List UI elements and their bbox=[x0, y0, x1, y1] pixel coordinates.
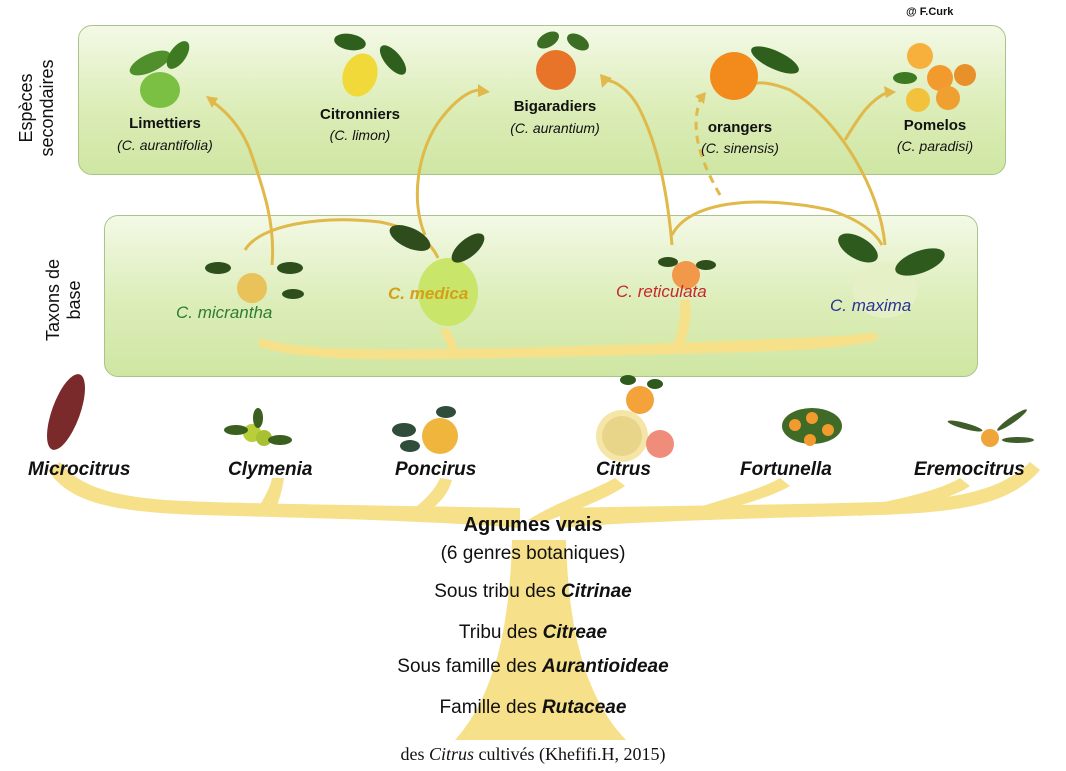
species-name-citronniers: Citronniers bbox=[319, 106, 400, 123]
arrow-reticulata-maxima bbox=[670, 200, 884, 246]
fortunella-fruit-icon bbox=[782, 408, 842, 446]
species-name-bigaradiers: Bigaradiers bbox=[513, 98, 597, 115]
species-sci-pomelos: (C. paradisi) bbox=[896, 138, 974, 154]
arrow-medica-citronniers bbox=[415, 88, 481, 236]
tree-branch-left bbox=[48, 462, 520, 528]
trunk-subtribe-name: Citrinae bbox=[561, 581, 632, 602]
micrantha-fruit-icon bbox=[205, 262, 304, 303]
base-taxon-micrantha: C. micrantha bbox=[176, 303, 273, 322]
arrow-maxima-pomelos bbox=[843, 90, 889, 141]
lemon-fruit-icon bbox=[334, 33, 407, 97]
base-branch-stem-medica bbox=[440, 328, 458, 352]
species-sci-limettiers: (C. aurantifolia) bbox=[117, 137, 213, 153]
trunk-tribe: Tribu des Citreae bbox=[0, 622, 1066, 644]
branch-eremocitrus bbox=[850, 478, 970, 516]
side-label-secondary: Espèces secondaires bbox=[16, 59, 57, 157]
orange-fruit-icon bbox=[710, 46, 799, 100]
trunk-subtribe-prefix: Sous tribu des bbox=[434, 581, 561, 602]
microcitrus-fruit-icon bbox=[47, 374, 85, 450]
trunk-family: Famille des Rutaceae bbox=[0, 697, 1066, 719]
branch-poncirus bbox=[410, 478, 452, 514]
arrow-reticulata-orangers-dashed bbox=[694, 99, 722, 196]
clymenia-fruit-icon bbox=[224, 408, 292, 446]
citron-fruit-icon bbox=[389, 225, 485, 326]
poncirus-fruit-icon bbox=[392, 406, 458, 454]
genus-microcitrus: Microcitrus bbox=[28, 459, 131, 480]
arrow-maxima-orangers bbox=[749, 81, 887, 246]
secondary-species-panel bbox=[78, 25, 1006, 175]
species-sci-citronniers: (C. limon) bbox=[329, 127, 391, 143]
grapefruit-fruit-icon bbox=[893, 43, 976, 112]
species-sci-orangers: (C. sinensis) bbox=[701, 140, 779, 156]
species-name-orangers: orangers bbox=[707, 119, 773, 136]
lime-fruit-icon bbox=[129, 41, 190, 108]
tree-branch-right bbox=[560, 462, 1040, 528]
genus-clymenia: Clymenia bbox=[228, 459, 313, 480]
genus-poncirus: Poncirus bbox=[395, 459, 477, 480]
citrus-fruit-icon bbox=[596, 375, 674, 462]
trunk-subtitle: (6 genres botaniques) bbox=[440, 543, 626, 564]
base-taxon-medica: C. medica bbox=[388, 284, 469, 303]
base-branch-stem-reticulata bbox=[670, 300, 691, 352]
species-sci-bigaradiers: (C. aurantium) bbox=[510, 120, 600, 136]
bitter-orange-fruit-icon bbox=[536, 31, 589, 90]
side-label-base: Taxons de base bbox=[43, 258, 84, 342]
trunk-subfamily-name: Aurantioideae bbox=[541, 656, 669, 677]
tree-trunk bbox=[455, 540, 626, 740]
trunk-tribe-name: Citreae bbox=[542, 622, 608, 643]
species-name-pomelos: Pomelos bbox=[903, 117, 967, 134]
base-branch bbox=[258, 332, 878, 360]
genus-citrus: Citrus bbox=[596, 459, 651, 480]
credit-label: @ F.Curk bbox=[906, 6, 954, 18]
branch-fortunella bbox=[690, 478, 790, 518]
caption-italic: Citrus bbox=[429, 744, 475, 764]
base-taxon-maxima: C. maxima bbox=[830, 296, 912, 315]
trunk-family-prefix: Famille des bbox=[439, 697, 542, 718]
trunk-family-name: Rutaceae bbox=[541, 697, 627, 718]
trunk-subfamily-prefix: Sous famille des bbox=[397, 656, 542, 677]
branch-citrus bbox=[528, 478, 625, 522]
caption-suffix: cultivés (Khefifi.H, 2015) bbox=[474, 744, 666, 764]
pummelo-fruit-icon bbox=[838, 233, 945, 318]
branch-clymenia bbox=[255, 478, 284, 516]
species-name-limettiers: Limettiers bbox=[129, 115, 201, 132]
trunk-subfamily: Sous famille des Aurantioideae bbox=[0, 656, 1066, 678]
caption-prefix: des bbox=[400, 744, 429, 764]
figure-caption: des Citrus cultivés (Khefifi.H, 2015) bbox=[0, 744, 1066, 765]
genus-fortunella: Fortunella bbox=[740, 459, 832, 480]
trunk-tribe-prefix: Tribu des bbox=[458, 622, 543, 643]
base-taxon-reticulata: C. reticulata bbox=[616, 282, 707, 301]
genus-eremocitrus: Eremocitrus bbox=[914, 459, 1025, 480]
trunk-title: Agrumes vrais bbox=[463, 514, 603, 536]
arrow-reticulata-bigaradiers bbox=[603, 78, 674, 246]
mandarin-fruit-icon bbox=[658, 257, 716, 289]
trunk-subtribe: Sous tribu des Citrinae bbox=[0, 581, 1066, 603]
eremocitrus-fruit-icon bbox=[947, 409, 1034, 447]
